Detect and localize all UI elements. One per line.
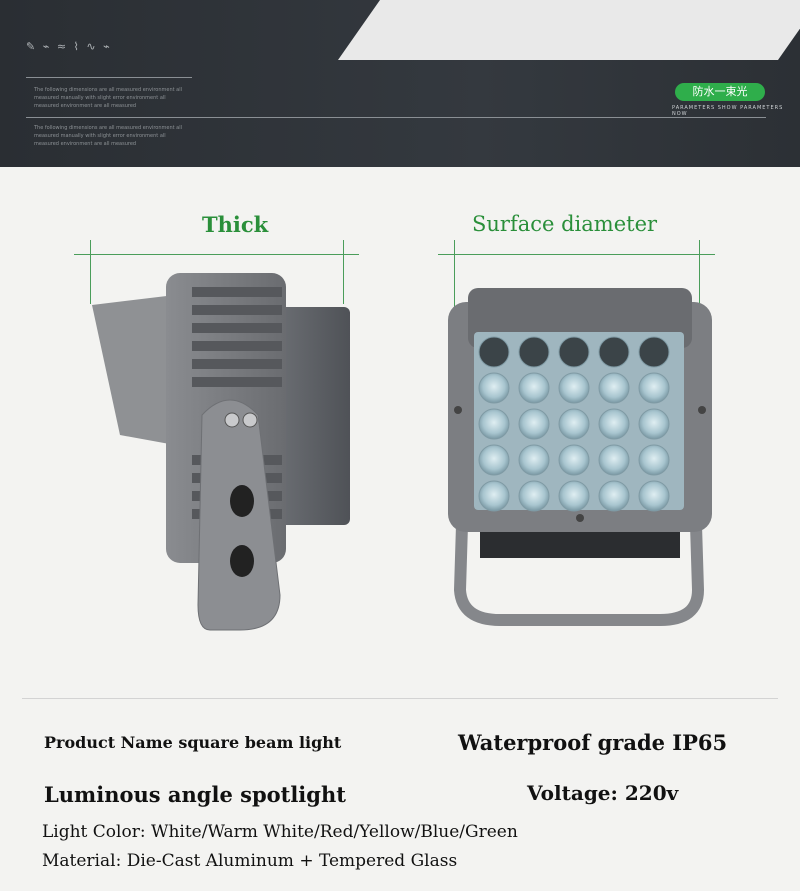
led-lens: [558, 336, 590, 368]
surface-dimension-tick-left: [454, 240, 455, 330]
banner-fine-print-2: The following dimensions are all measure…: [34, 125, 183, 147]
spec-product-name: Product Name square beam light: [44, 733, 342, 752]
led-lens: [638, 372, 670, 404]
led-lens: [598, 444, 630, 476]
thick-dimension-line: [74, 254, 359, 255]
screw-left: [454, 406, 462, 414]
banner-fine-print-1: The following dimensions are all measure…: [34, 87, 183, 109]
banner-rule-long: [26, 117, 766, 118]
spec-waterproof: Waterproof grade IP65: [458, 730, 728, 755]
front-bracket-arc: [453, 524, 705, 626]
header-banner: ✎ ⌁ ≈ ⌇ ∿ ⌁ The following dimensions are…: [0, 0, 800, 167]
front-housing-shape: [280, 307, 350, 525]
led-lens: [518, 336, 550, 368]
thick-dimension-tick-right: [343, 240, 344, 304]
screw-bottom: [576, 514, 584, 522]
led-lens: [638, 336, 670, 368]
led-lens: [598, 480, 630, 512]
bracket-slot-bottom: [230, 545, 254, 577]
surface-dimension-line: [438, 254, 715, 255]
side-view-illustration: [92, 273, 350, 631]
led-lens: [478, 408, 510, 440]
led-lens: [638, 408, 670, 440]
led-lens: [558, 444, 590, 476]
led-lens: [518, 372, 550, 404]
led-lens: [518, 408, 550, 440]
led-lens: [478, 444, 510, 476]
led-lens: [598, 408, 630, 440]
led-lens: [558, 408, 590, 440]
bolt-right: [242, 412, 258, 428]
banner-diagonal-band: [337, 0, 800, 60]
thick-label: Thick: [202, 212, 269, 237]
screw-right: [698, 406, 706, 414]
section-divider: [22, 698, 778, 699]
banner-rule: [26, 77, 192, 78]
bolt-left: [224, 412, 240, 428]
led-lens: [478, 336, 510, 368]
led-lens: [478, 372, 510, 404]
led-grid: [478, 336, 670, 512]
bracket-slot-top: [230, 485, 254, 517]
thick-dimension-tick-left: [90, 240, 91, 304]
waterproof-badge: 防水一束光: [675, 83, 765, 101]
led-lens: [518, 480, 550, 512]
spec-voltage: Voltage: 220v: [527, 781, 679, 805]
led-lens: [638, 444, 670, 476]
led-lens: [558, 480, 590, 512]
badge-subtitle: PARAMETERS SHOW PARAMETERS NOW: [672, 105, 784, 117]
rear-wedge-shape: [92, 295, 175, 445]
front-view-illustration: [448, 288, 712, 626]
spec-light-color: Light Color: White/Warm White/Red/Yellow…: [42, 822, 518, 842]
led-lens: [638, 480, 670, 512]
led-lens: [558, 372, 590, 404]
surface-dimension-tick-right: [699, 240, 700, 330]
spec-angle: Luminous angle spotlight: [44, 782, 346, 807]
led-lens: [518, 444, 550, 476]
led-lens: [598, 372, 630, 404]
led-lens: [478, 480, 510, 512]
led-lens: [598, 336, 630, 368]
spec-material: Material: Die-Cast Aluminum + Tempered G…: [42, 851, 458, 871]
surface-diameter-label: Surface diameter: [472, 212, 658, 236]
banner-logo-scribble: ✎ ⌁ ≈ ⌇ ∿ ⌁: [26, 40, 112, 53]
